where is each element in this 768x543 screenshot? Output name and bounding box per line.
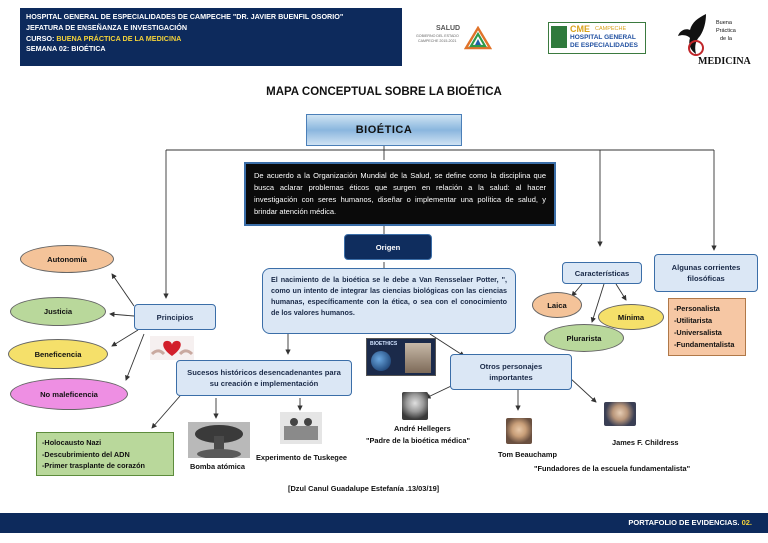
- bioetica-label: BIOÉTICA: [355, 123, 413, 136]
- header-jefatura: JEFATURA DE ENSEÑANZA E INVESTIGACIÓN: [26, 22, 188, 32]
- cme-emblem-icon: [551, 26, 567, 48]
- oval-no-maleficencia: No maleficencia: [10, 378, 128, 410]
- oval-justicia-label: Justicia: [43, 307, 73, 316]
- bomba-caption: Bomba atómica: [190, 462, 246, 471]
- corrientes-label: Algunas corrientes filosóficas: [671, 263, 741, 283]
- sucesos-item-3: -Primer trasplante de corazón: [42, 461, 145, 470]
- hummingbird-icon: [678, 14, 706, 56]
- oval-beneficencia: Beneficencia: [8, 339, 108, 369]
- caracteristicas-label: Características: [574, 268, 630, 278]
- salud-logo-title: SALUD: [436, 25, 461, 32]
- oval-autonomia-label: Autonomía: [47, 254, 87, 264]
- footer-number: 02.: [741, 518, 752, 527]
- salud-logo-sub2: CAMPECHE 2015-2021: [418, 39, 457, 43]
- corriente-item-1: -Personalista: [674, 304, 720, 313]
- bioethics-book-image: BIOETHICS: [366, 338, 436, 376]
- oval-no-maleficencia-label: No maleficencia: [40, 389, 98, 399]
- principios-label: Principios: [156, 312, 194, 322]
- atomic-bomb-image: [188, 422, 250, 458]
- curso-name: BUENA PRÁCTICA DE LA MEDICINA: [56, 33, 182, 43]
- bioetica-banner: BIOÉTICA: [306, 114, 462, 146]
- oval-plurarista: Plurarista: [544, 324, 624, 352]
- footer-text: PORTAFOLIO DE EVIDENCIAS. 02.: [628, 518, 752, 527]
- otros-box: Otros personajes importantes: [450, 354, 572, 390]
- book-title: BIOETHICS: [370, 341, 398, 347]
- author-signature: [Dzul Canul Guadalupe Estefanía .13/03/1…: [288, 484, 440, 493]
- salud-logo-sub: GOBIERNO DEL ESTADO: [416, 34, 459, 38]
- bpm-line1: Buena: [716, 20, 732, 26]
- corrientes-box: Algunas corrientes filosóficas: [654, 254, 758, 292]
- oval-justicia: Justicia: [10, 297, 106, 326]
- cme-logo: CME CAMPECHE HOSPITAL GENERAL DE ESPECIA…: [548, 22, 646, 54]
- beauchamp-photo: [506, 418, 532, 444]
- header-box: HOSPITAL GENERAL DE ESPECIALIDADES DE CA…: [20, 8, 402, 66]
- fundadores-caption: "Fundadores de la escuela fundamentalist…: [534, 464, 691, 473]
- bpm-logo: Buena Práctica de la MEDICINA: [672, 8, 751, 68]
- header-semana: SEMANA 02: BIOÉTICA: [26, 44, 106, 54]
- childress-photo: [604, 402, 636, 426]
- oval-autonomia: Autonomía: [20, 245, 114, 273]
- oval-plurarista-label: Plurarista: [566, 333, 602, 343]
- oval-beneficencia-label: Beneficencia: [34, 349, 82, 359]
- curso-prefix: CURSO:: [26, 33, 57, 43]
- footer-prefix: PORTAFOLIO DE EVIDENCIAS.: [628, 518, 742, 527]
- cme-line1: HOSPITAL GENERAL: [570, 34, 636, 41]
- oval-minima: Mínima: [598, 304, 664, 330]
- header-curso: CURSO: BUENA PRÁCTICA DE LA MEDICINA: [26, 34, 396, 45]
- heart-hands-icon: [150, 336, 194, 360]
- cme-campeche: CAMPECHE: [595, 26, 627, 32]
- corriente-item-2: -Utilitarista: [674, 316, 713, 325]
- definition-box: De acuerdo a la Organización Mundial de …: [244, 162, 556, 226]
- bpm-line2: Práctica: [716, 28, 736, 34]
- corrientes-list-box: -Personalista -Utilitarista -Universalis…: [668, 298, 746, 356]
- origen-box: Origen: [344, 234, 432, 260]
- cme-line2: DE ESPECIALIDADES: [570, 42, 638, 49]
- bpm-line4: MEDICINA: [698, 56, 751, 67]
- cme-title: CME: [570, 24, 590, 34]
- salud-logo: SALUD GOBIERNO DEL ESTADO CAMPECHE 2015-…: [412, 20, 494, 56]
- caracteristicas-box: Características: [562, 262, 642, 284]
- principios-box: Principios: [134, 304, 216, 330]
- beauchamp-name: Tom Beauchamp: [498, 450, 557, 459]
- origen-label: Origen: [375, 242, 401, 252]
- tuskegee-image: [280, 412, 322, 444]
- origen-paragraph: El nacimiento de la bioética se le debe …: [271, 275, 507, 317]
- salud-triangle-icon: [464, 26, 492, 50]
- header-hospital: HOSPITAL GENERAL DE ESPECIALIDADES DE CA…: [26, 12, 344, 21]
- sucesos-label: Sucesos históricos desencadenantes para …: [187, 368, 341, 388]
- oval-laica: Laica: [532, 292, 582, 318]
- sucesos-list-box: -Holocausto Nazi -Descubrimiento del ADN…: [36, 432, 174, 476]
- oval-minima-label: Mínima: [617, 312, 645, 322]
- tuskegee-caption: Experimento de Tuskegee: [256, 453, 348, 462]
- sucesos-box: Sucesos históricos desencadenantes para …: [176, 360, 352, 396]
- bpm-line3: de la: [720, 36, 732, 42]
- footer-bar: [0, 513, 768, 533]
- origen-text-box: El nacimiento de la bioética se le debe …: [262, 268, 516, 334]
- definition-text: De acuerdo a la Organización Mundial de …: [254, 171, 546, 216]
- corriente-item-4: -Fundamentalista: [674, 340, 735, 349]
- book-globe-icon: [371, 351, 391, 371]
- corriente-item-3: -Universalista: [674, 328, 722, 337]
- hellegers-name: André Hellegers: [394, 424, 451, 433]
- oval-laica-label: Laica: [547, 300, 567, 310]
- hellegers-photo: [402, 392, 428, 420]
- childress-name: James F. Childress: [612, 438, 679, 447]
- sucesos-item-2: -Descubrimiento del ADN: [42, 449, 130, 459]
- sucesos-item-1: -Holocausto Nazi: [42, 438, 102, 447]
- page-title: MAPA CONCEPTUAL SOBRE LA BIOÉTICA: [266, 86, 502, 98]
- otros-label: Otros personajes importantes: [479, 362, 543, 382]
- hellegers-quote: "Padre de la bioética médica": [366, 436, 470, 445]
- book-author-photo: [405, 343, 431, 373]
